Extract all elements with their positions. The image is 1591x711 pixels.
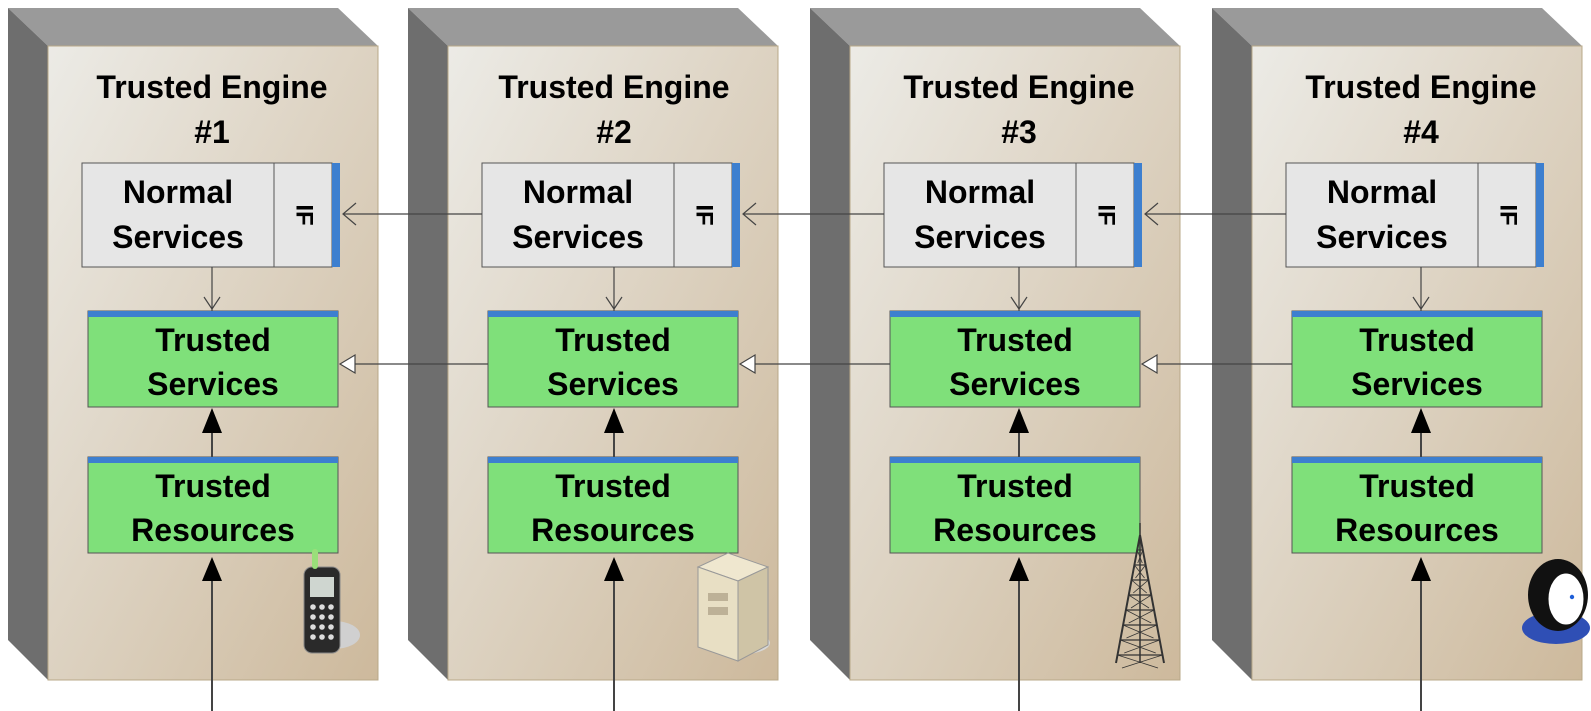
trusted-resources-label-line1: Trusted	[1359, 468, 1475, 504]
trusted-resources-label-line2: Resources	[1335, 512, 1499, 548]
engine-side-face	[408, 8, 448, 680]
trusted-services-bar	[1292, 311, 1542, 317]
engine-side-face	[8, 8, 48, 680]
normal-to-trusted-arrowhead	[1412, 296, 1430, 311]
trusted-resources-bar	[488, 457, 738, 463]
normal-services-connector-arrowhead-2	[742, 202, 757, 226]
interface-label: IF	[691, 204, 718, 225]
trusted-services-connector-arrowhead-1	[338, 353, 356, 375]
normal-to-trusted-arrowhead	[605, 296, 623, 311]
trusted-resources-bar	[1292, 457, 1542, 463]
normal-services-box	[883, 162, 1135, 268]
external-to-resources-arrowhead	[1009, 557, 1029, 581]
normal-services-label-line1: Normal	[1327, 174, 1437, 210]
normal-services-label-line1: Normal	[123, 174, 233, 210]
interface-bar	[732, 163, 740, 267]
interface-bar	[1134, 163, 1142, 267]
trusted-services-connector-arrowhead-2	[738, 353, 756, 375]
engine-number: #3	[1001, 114, 1037, 150]
trusted-resources-label-line2: Resources	[131, 512, 295, 548]
engine-top-face	[8, 8, 378, 46]
engine-title: Trusted Engine	[903, 69, 1134, 105]
trusted-services-box	[87, 310, 339, 408]
engine-number: #4	[1403, 114, 1439, 150]
trusted-resources-box	[889, 456, 1141, 554]
trusted-services-bar	[890, 311, 1140, 317]
external-to-resources-arrowhead	[1411, 557, 1431, 581]
engine-side-face	[1212, 8, 1252, 680]
engine-number: #1	[194, 114, 230, 150]
interface-bar	[1536, 163, 1544, 267]
trusted-services-label-line2: Services	[547, 366, 679, 402]
resources-to-services-arrowhead	[1411, 408, 1431, 433]
normal-services-label-line1: Normal	[523, 174, 633, 210]
trusted-resources-label-line1: Trusted	[957, 468, 1073, 504]
trusted-resources-box	[1291, 456, 1543, 554]
interface-label: IF	[291, 204, 318, 225]
resources-to-services-arrowhead	[202, 408, 222, 433]
interface-label: IF	[1495, 204, 1522, 225]
trusted-services-label-line2: Services	[949, 366, 1081, 402]
engine-top-face	[408, 8, 778, 46]
normal-services-label-line1: Normal	[925, 174, 1035, 210]
resources-to-services-arrowhead	[604, 408, 624, 433]
server-icon	[696, 552, 770, 662]
resources-to-services-arrowhead	[1009, 408, 1029, 433]
trusted-resources-box	[87, 456, 339, 554]
engine-top-face	[810, 8, 1180, 46]
engine-node-1: Trusted Engine#1NormalServicesIFTrustedS…	[8, 8, 379, 711]
normal-services-connector-arrowhead-3	[1144, 202, 1159, 226]
normal-services-label-line2: Services	[112, 219, 244, 255]
engine-title: Trusted Engine	[498, 69, 729, 105]
trusted-resources-label-line2: Resources	[531, 512, 695, 548]
engine-number: #2	[596, 114, 632, 150]
user-person-icon	[1522, 559, 1590, 644]
engine-node-3: Trusted Engine#3NormalServicesIFTrustedS…	[810, 8, 1181, 711]
trusted-services-bar	[488, 311, 738, 317]
trusted-services-label-line1: Trusted	[1359, 322, 1475, 358]
trusted-resources-label-line1: Trusted	[155, 468, 271, 504]
normal-to-trusted-arrowhead	[203, 296, 221, 311]
trusted-services-box	[487, 310, 739, 408]
engine-title: Trusted Engine	[96, 69, 327, 105]
normal-services-box	[81, 162, 333, 268]
engine-side-face	[810, 8, 850, 680]
trusted-services-label-line1: Trusted	[555, 322, 671, 358]
normal-services-label-line2: Services	[914, 219, 1046, 255]
normal-services-label-line2: Services	[1316, 219, 1448, 255]
trusted-resources-label-line2: Resources	[933, 512, 1097, 548]
trusted-services-bar	[88, 311, 338, 317]
trusted-services-label-line1: Trusted	[957, 322, 1073, 358]
trusted-services-box	[889, 310, 1141, 408]
radio-tower-icon	[1115, 523, 1165, 669]
trusted-resources-bar	[890, 457, 1140, 463]
interface-label: IF	[1093, 204, 1120, 225]
trusted-services-label-line2: Services	[1351, 366, 1483, 402]
engine-top-face	[1212, 8, 1582, 46]
normal-services-connector-arrowhead-1	[342, 202, 357, 226]
interface-bar	[332, 163, 340, 267]
trusted-services-label-line2: Services	[147, 366, 279, 402]
normal-to-trusted-arrowhead	[1010, 296, 1028, 311]
trusted-resources-bar	[88, 457, 338, 463]
trusted-services-connector-arrowhead-3	[1140, 353, 1158, 375]
external-to-resources-arrowhead	[202, 557, 222, 581]
normal-services-label-line2: Services	[512, 219, 644, 255]
external-to-resources-arrowhead	[604, 557, 624, 581]
engine-node-4: Trusted Engine#4NormalServicesIFTrustedS…	[1212, 8, 1590, 711]
engine-node-2: Trusted Engine#2NormalServicesIFTrustedS…	[408, 8, 779, 711]
mobile-phone-icon	[303, 549, 360, 654]
trusted-resources-label-line1: Trusted	[555, 468, 671, 504]
engine-title: Trusted Engine	[1305, 69, 1536, 105]
trusted-services-label-line1: Trusted	[155, 322, 271, 358]
